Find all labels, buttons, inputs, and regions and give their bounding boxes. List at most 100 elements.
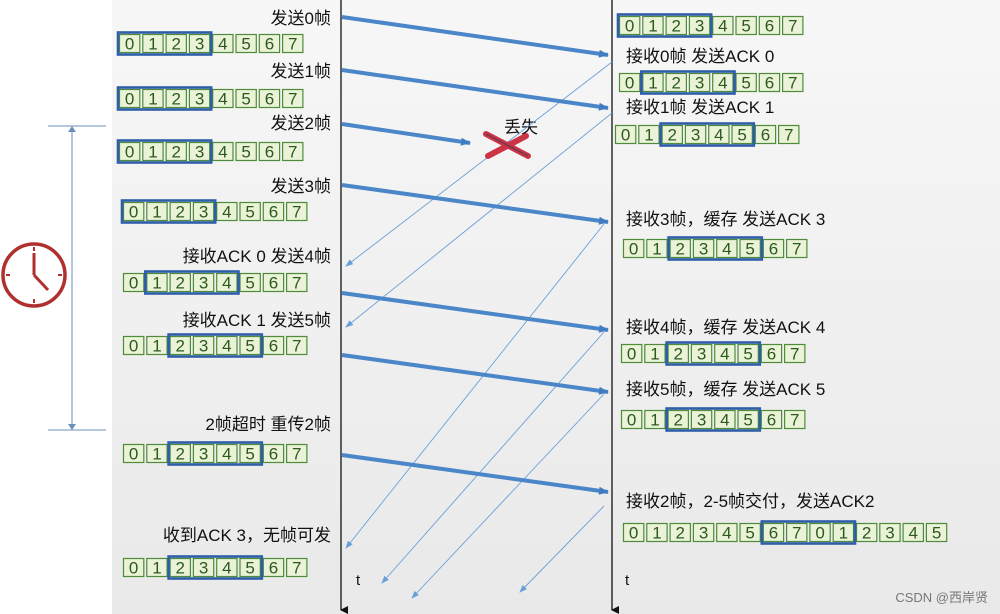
frame-cell bbox=[262, 443, 285, 464]
frame-cell bbox=[642, 72, 664, 93]
frame-cell bbox=[216, 201, 238, 222]
frame-number: 2 bbox=[176, 274, 185, 293]
frame-number: 1 bbox=[148, 90, 157, 109]
frame-number: 5 bbox=[737, 126, 746, 145]
frame-number: 7 bbox=[292, 559, 301, 578]
timeout-interval-bracket bbox=[48, 125, 106, 431]
frame-cell bbox=[212, 141, 234, 162]
frame-number: 2 bbox=[176, 337, 185, 356]
frame-number: 7 bbox=[292, 274, 301, 293]
frame-cell bbox=[684, 124, 707, 145]
frame-number: 1 bbox=[152, 337, 161, 356]
sender-event-label: 接收ACK 1 发送5帧 bbox=[182, 311, 331, 330]
receiver-time-axis-label: t bbox=[625, 572, 630, 589]
frame-cell bbox=[286, 201, 308, 222]
frame-cell bbox=[902, 522, 924, 543]
frame-number: 5 bbox=[741, 74, 750, 93]
frame-cell bbox=[737, 409, 759, 430]
frame-number: 0 bbox=[129, 203, 138, 222]
frame-cell bbox=[783, 343, 806, 364]
frame-cell bbox=[735, 72, 757, 93]
frame-number: 0 bbox=[625, 17, 634, 36]
frame-number: 7 bbox=[792, 524, 801, 543]
frame-cell bbox=[286, 272, 308, 293]
frame-cell bbox=[286, 443, 308, 464]
frame-number: 7 bbox=[790, 345, 799, 364]
frame-number: 5 bbox=[745, 240, 754, 259]
frame-cell bbox=[716, 522, 738, 543]
frame-number: 5 bbox=[743, 345, 752, 364]
receiver-event-label: 接收0帧 发送ACK 0 bbox=[626, 47, 775, 66]
frame-cell bbox=[192, 335, 215, 356]
frame-number: 1 bbox=[839, 524, 848, 543]
frame-arrow bbox=[341, 15, 609, 58]
frame-cell bbox=[783, 409, 806, 430]
receiver-event-label: 接收4帧，缓存 发送ACK 4 bbox=[626, 318, 826, 337]
frame-cell bbox=[758, 72, 781, 93]
frame-cell bbox=[146, 335, 168, 356]
frame-cell bbox=[644, 343, 666, 364]
sliding-window-frame bbox=[616, 13, 713, 38]
frame-number: 7 bbox=[788, 17, 797, 36]
frame-number: 7 bbox=[292, 445, 301, 464]
frame-number: 0 bbox=[621, 126, 630, 145]
sliding-window-frame bbox=[116, 139, 213, 164]
ack-line bbox=[519, 505, 605, 593]
frame-number: 2 bbox=[674, 345, 683, 364]
frame-number: 1 bbox=[152, 559, 161, 578]
frame-number: 2 bbox=[176, 445, 185, 464]
frame-number: 3 bbox=[885, 524, 894, 543]
frame-cell bbox=[169, 201, 192, 222]
frame-number: 3 bbox=[199, 274, 208, 293]
frame-cell bbox=[239, 557, 261, 578]
frame-cell bbox=[122, 557, 145, 578]
frame-number: 4 bbox=[218, 35, 227, 54]
frame-number: 4 bbox=[720, 345, 729, 364]
frame-number: 3 bbox=[195, 143, 204, 162]
frame-number: 1 bbox=[148, 35, 157, 54]
frame-cell bbox=[708, 124, 730, 145]
frame-cell bbox=[762, 522, 785, 543]
frame-cell bbox=[216, 443, 238, 464]
frame-cell bbox=[758, 15, 781, 36]
frame-cell bbox=[282, 88, 304, 109]
frame-number: 1 bbox=[644, 126, 653, 145]
sliding-window-frame bbox=[167, 441, 264, 466]
frame-number: 4 bbox=[718, 74, 727, 93]
ack-line bbox=[345, 112, 613, 328]
sliding-window-frame bbox=[116, 86, 213, 111]
frame-cell bbox=[879, 522, 901, 543]
frame-number: 6 bbox=[269, 274, 278, 293]
frame-cell bbox=[118, 141, 141, 162]
frame-cell bbox=[282, 141, 304, 162]
receiver-event-label: 接收3帧，缓存 发送ACK 3 bbox=[626, 210, 826, 229]
sliding-window-frame bbox=[665, 407, 762, 432]
frame-number: 3 bbox=[199, 559, 208, 578]
frame-cell bbox=[258, 33, 281, 54]
sliding-window-frame bbox=[665, 341, 762, 366]
frame-cell bbox=[622, 522, 645, 543]
frame-cell bbox=[142, 88, 164, 109]
sender-event-label: 2帧超时 重传2帧 bbox=[205, 415, 331, 434]
frame-cell bbox=[286, 335, 308, 356]
frame-number: 4 bbox=[222, 559, 231, 578]
retransmit-frame-arrow bbox=[341, 453, 609, 495]
frame-cell bbox=[832, 522, 855, 543]
frame-number: 6 bbox=[269, 559, 278, 578]
frame-cell bbox=[667, 409, 689, 430]
frame-cell bbox=[165, 33, 188, 54]
frame-number: 3 bbox=[695, 74, 704, 93]
frame-cell bbox=[690, 343, 713, 364]
sliding-window-frame bbox=[667, 236, 764, 261]
frame-cell bbox=[165, 141, 188, 162]
sliding-window-frame bbox=[116, 31, 213, 56]
frame-number: 5 bbox=[245, 445, 254, 464]
frame-number: 5 bbox=[245, 203, 254, 222]
